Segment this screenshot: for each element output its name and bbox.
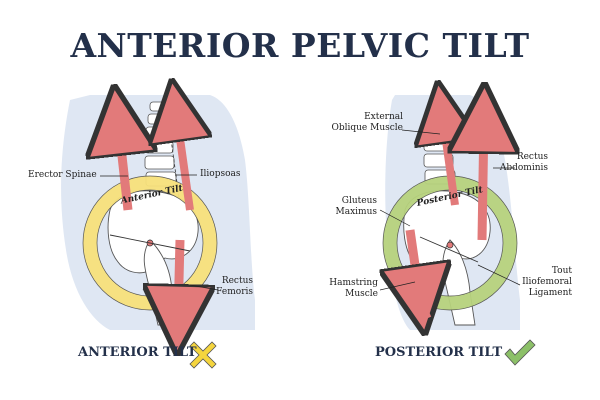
left-erector-arrow xyxy=(118,120,128,211)
label-rectus-femoris-line2: Femoris xyxy=(216,287,253,297)
left-iliopsoas-arrow xyxy=(176,110,190,211)
check-icon xyxy=(504,339,536,366)
label-rectus-femoris: Rectus Femoris xyxy=(205,276,253,298)
caption-anterior-tilt: ANTERIOR TILT xyxy=(78,345,197,360)
label-iliofemoral-ligament: Tout Iliofemoral Ligament xyxy=(512,266,572,299)
label-hamstring-line1: Hamstring xyxy=(329,278,378,288)
right-gluteus-arrow xyxy=(410,229,420,300)
label-ligament-line3: Ligament xyxy=(528,288,572,298)
label-erector-spinae: Erector Spinae xyxy=(28,170,97,180)
label-ligament-line1: Tout xyxy=(551,266,572,276)
page-title: ANTERIOR PELVIC TILT xyxy=(70,26,530,65)
label-rectus-abdominis: Rectus Abdominis xyxy=(492,152,548,174)
label-external-oblique: External Oblique Muscle xyxy=(318,112,403,134)
label-rectus-abdominis-line2: Abdominis xyxy=(499,163,548,173)
label-hamstring-muscle: Hamstring Muscle xyxy=(322,278,378,300)
label-ligament-line2: Iliofemoral xyxy=(522,277,572,287)
right-abdominis-arrow xyxy=(482,118,484,241)
label-rectus-femoris-line1: Rectus xyxy=(221,276,253,286)
label-gluteus-line1: Gluteus xyxy=(341,196,377,206)
label-gluteus-line2: Maximus xyxy=(335,207,377,217)
label-rectus-abdominis-line1: Rectus xyxy=(516,152,548,162)
label-external-oblique-line1: External xyxy=(364,112,403,122)
label-external-oblique-line2: Oblique Muscle xyxy=(331,123,403,133)
label-gluteus-maximus: Gluteus Maximus xyxy=(325,196,377,218)
label-iliopsoas: Iliopsoas xyxy=(200,169,241,179)
cross-icon xyxy=(189,341,217,369)
right-figure xyxy=(380,92,520,330)
label-hamstring-line2: Muscle xyxy=(345,289,378,299)
caption-posterior-tilt: POSTERIOR TILT xyxy=(375,345,503,360)
right-oblique-arrow xyxy=(442,112,455,206)
left-figure xyxy=(61,95,255,330)
right-hamstring-arrow xyxy=(416,298,432,320)
left-spine xyxy=(144,101,177,187)
left-rectus-arrow xyxy=(178,239,180,320)
